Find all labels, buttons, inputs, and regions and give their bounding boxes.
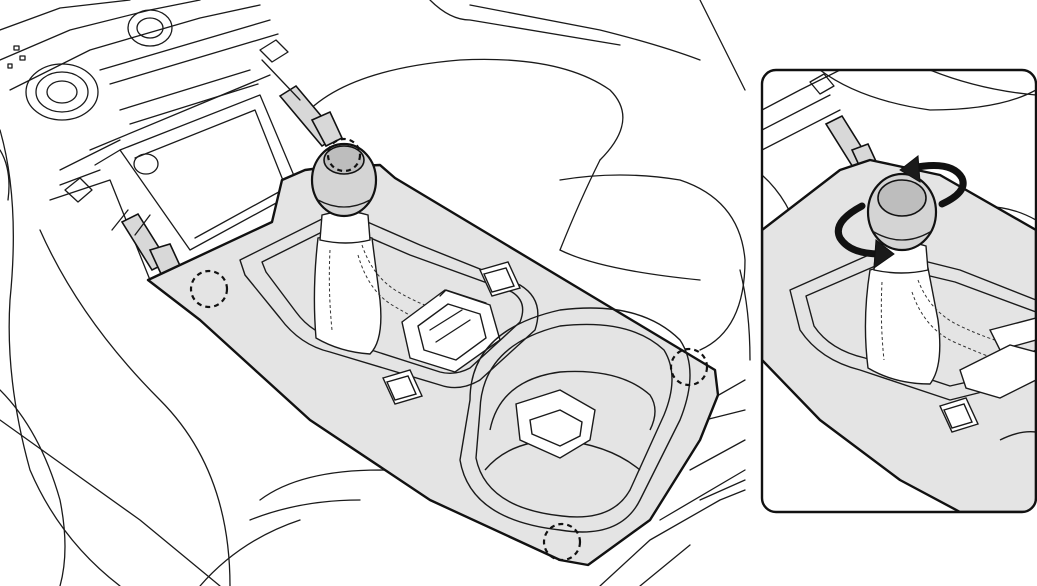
cup-holder-outer (459, 307, 691, 533)
left-seat-edge (0, 129, 231, 586)
clip-location-marker-icon (542, 522, 582, 562)
rotate-counterclockwise-arrow-icon (834, 202, 895, 270)
top-clip (259, 39, 344, 148)
clip-location-marker-icon (669, 347, 709, 387)
shifter-boot (313, 234, 382, 355)
shifter-surround-outer (239, 209, 539, 389)
floor-lines (0, 379, 746, 586)
main-view (0, 0, 751, 586)
rotate-counterclockwise-arrow-icon (899, 155, 967, 208)
right-seat (299, 0, 751, 361)
left-clip (64, 177, 184, 277)
detail-view (760, 68, 1037, 514)
cup-holder-inner (475, 323, 673, 518)
clip-location-marker-icon (189, 269, 229, 309)
shifter-surround-inner (261, 223, 524, 375)
clip-location-marker-icon (326, 137, 362, 173)
dashboard-background (0, 0, 279, 125)
detail-frame (760, 68, 1037, 514)
